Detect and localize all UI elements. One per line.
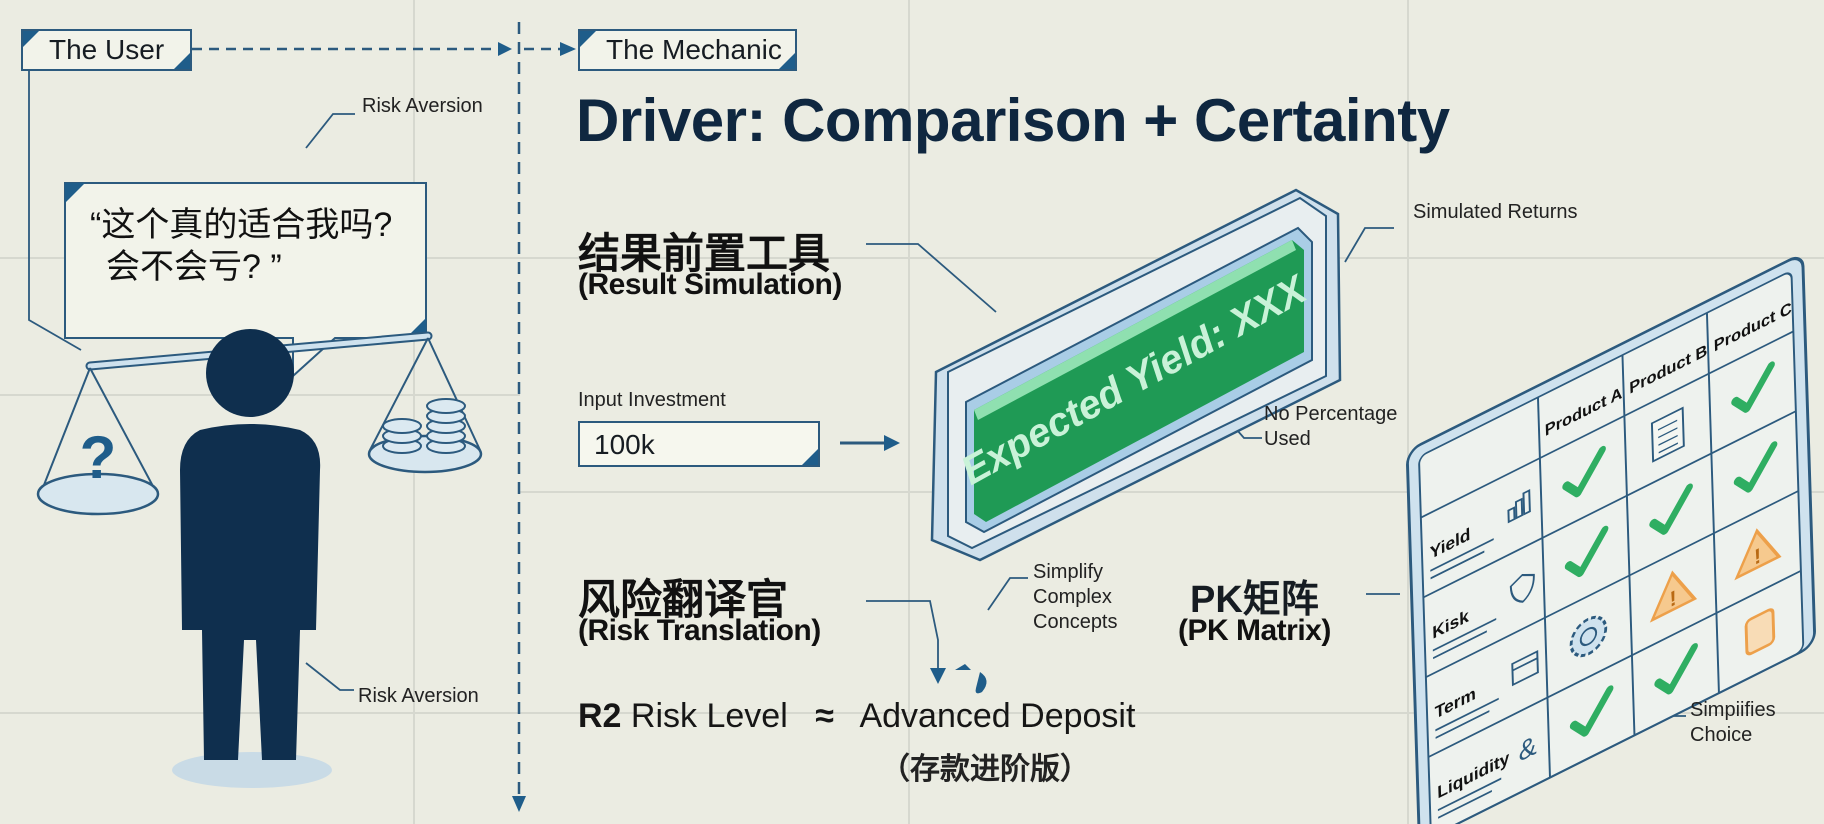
speech-line-2: 会不会亏? ” xyxy=(106,248,282,286)
calendar-icon xyxy=(1511,650,1539,687)
simplify-note-line2: Complex xyxy=(1033,586,1112,608)
simplify-note-line1: Simplify xyxy=(1033,561,1104,583)
risk-level-equation: R2 Risk Level ≈ Advanced Deposit xyxy=(578,697,1135,736)
simulated-returns-note: Simulated Returns xyxy=(1413,201,1578,223)
pk-matrix-title-en: (PK Matrix) xyxy=(1178,614,1331,647)
question-mark-icon: ? xyxy=(80,424,117,491)
arrow-down-icon xyxy=(930,668,946,684)
arrow-right-head xyxy=(884,435,900,451)
svg-text:&: & xyxy=(1518,730,1537,769)
mechanic-section-label: The Mechanic xyxy=(578,29,797,71)
warning-icon: ! xyxy=(1734,528,1782,581)
doc-icon xyxy=(1744,608,1776,656)
check-icon xyxy=(1649,483,1693,535)
risk-aversion-annotation-top: Risk Aversion xyxy=(362,95,483,117)
user-figure xyxy=(172,329,332,788)
yield-display-panel: Expected Yield: XXX xyxy=(930,188,1342,562)
section-divider xyxy=(512,22,526,812)
page-title: Driver: Comparison + Certainty xyxy=(576,87,1450,154)
approx-symbol: ≈ xyxy=(815,697,834,735)
risk-level-code: R2 xyxy=(578,697,622,735)
simplifies-choice-line1: Simpiifies xyxy=(1690,699,1776,721)
advanced-deposit-text: Advanced Deposit xyxy=(859,697,1136,735)
pk-matrix-title-cn: PK矩阵 xyxy=(1190,579,1319,621)
translate-icon xyxy=(955,664,987,694)
svg-text:?: ? xyxy=(80,424,117,491)
flow-arrow xyxy=(192,42,576,56)
bar-chart-icon xyxy=(1507,489,1531,524)
simplifies-choice-line2: Choice xyxy=(1690,724,1753,746)
svg-text:!: ! xyxy=(1669,585,1677,612)
warning-icon: ! xyxy=(1649,570,1698,623)
input-investment-label: Input Investment xyxy=(578,389,726,411)
advanced-deposit-cn: （存款进阶版） xyxy=(880,753,1090,786)
user-section-label: The User xyxy=(21,29,192,71)
risk-translator-title-en: (Risk Translation) xyxy=(578,614,821,647)
gear-icon xyxy=(1569,615,1608,658)
risk-translator-title-cn: 风险翻译官 xyxy=(578,576,789,623)
user-label-text: The User xyxy=(49,34,165,65)
check-icon xyxy=(1569,685,1614,737)
no-percentage-note-line1: No Percentage xyxy=(1264,403,1398,425)
no-percentage-note-line2: Used xyxy=(1264,428,1311,450)
check-icon xyxy=(1733,441,1778,493)
speech-bubble xyxy=(64,182,427,379)
coins-icon xyxy=(382,398,466,454)
risk-level-text: Risk Level xyxy=(630,697,788,735)
investment-input-value: 100k xyxy=(594,429,655,460)
pk-matrix-table: Product A Product B Product C YieldKiskT… xyxy=(1406,256,1816,824)
ampersand-icon: & xyxy=(1518,730,1537,769)
check-icon xyxy=(1562,445,1606,498)
balance-scale: ? xyxy=(36,331,483,516)
investment-input[interactable]: 100k xyxy=(578,421,820,467)
check-icon xyxy=(1564,525,1609,578)
simplify-note-line3: Concepts xyxy=(1033,611,1118,633)
speech-line-1: “这个真的适合我吗? xyxy=(90,206,393,244)
shield-icon xyxy=(1509,573,1535,603)
note-icon xyxy=(1650,406,1685,463)
check-icon xyxy=(1731,361,1775,413)
mechanic-label-text: The Mechanic xyxy=(606,34,782,65)
risk-aversion-annotation-bottom: Risk Aversion xyxy=(358,685,479,707)
svg-text:!: ! xyxy=(1754,543,1762,570)
check-icon xyxy=(1654,643,1698,695)
result-tool-title-en: (Result Simulation) xyxy=(578,268,842,301)
result-tool-title-cn: 结果前置工具 xyxy=(578,230,831,277)
